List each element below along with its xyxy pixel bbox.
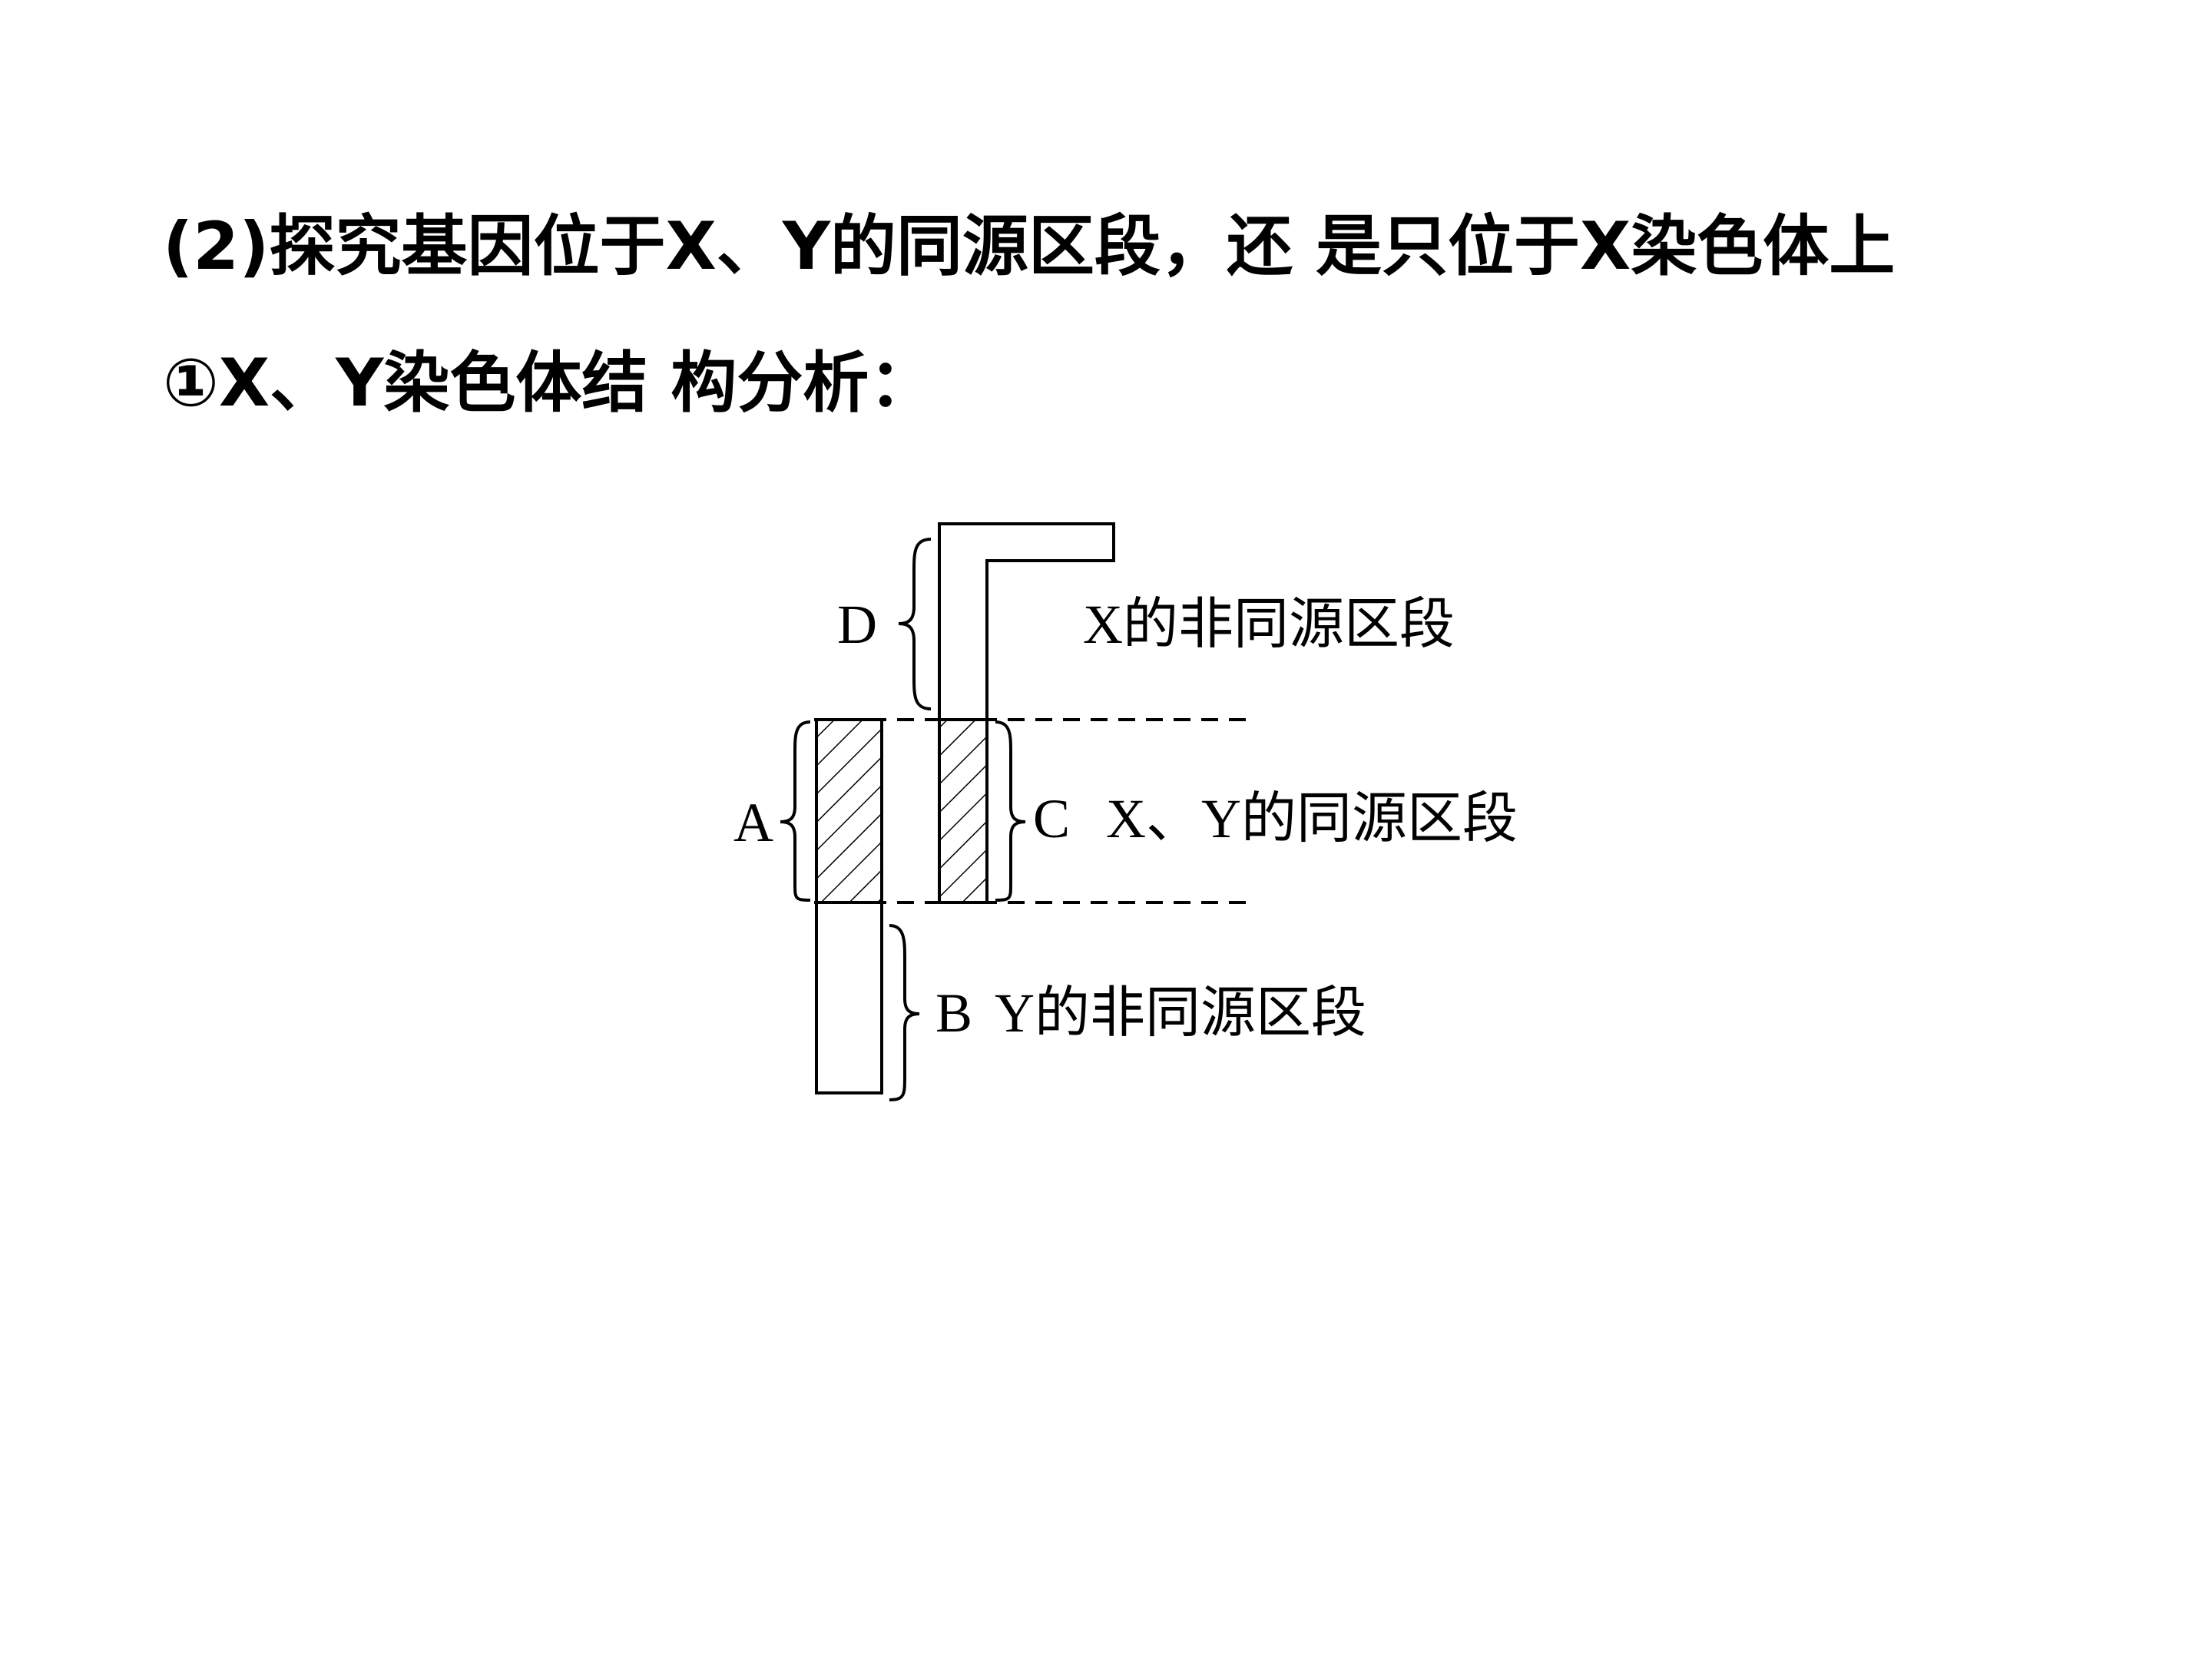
label-c: C: [1033, 788, 1070, 849]
label-b: B: [935, 982, 972, 1044]
brace-b: [889, 924, 920, 1101]
heading-line-1: (2)探究基因位于X、Y的同源区段，还 是只位于X染色体上: [163, 208, 1896, 285]
brace-a: [780, 720, 811, 902]
label-y-nonhomologous: Y的非同源区段: [995, 982, 1366, 1044]
label-x-nonhomologous: X的非同源区段: [1083, 594, 1455, 655]
label-xy-homologous: X、Y的同源区段: [1106, 788, 1518, 849]
heading-line-2: ①X、Y染色体结 构分析：: [163, 345, 935, 422]
x-chromosome-nonhomologous-segment: [938, 522, 1115, 721]
x-chromosome-homologous-segment: [938, 718, 988, 904]
label-d: D: [837, 594, 877, 655]
brace-c: [995, 720, 1026, 902]
y-chromosome-nonhomologous-segment: [815, 901, 883, 1094]
brace-d: [898, 538, 932, 710]
y-chromosome-homologous-segment: [815, 718, 883, 904]
label-a: A: [733, 792, 773, 853]
